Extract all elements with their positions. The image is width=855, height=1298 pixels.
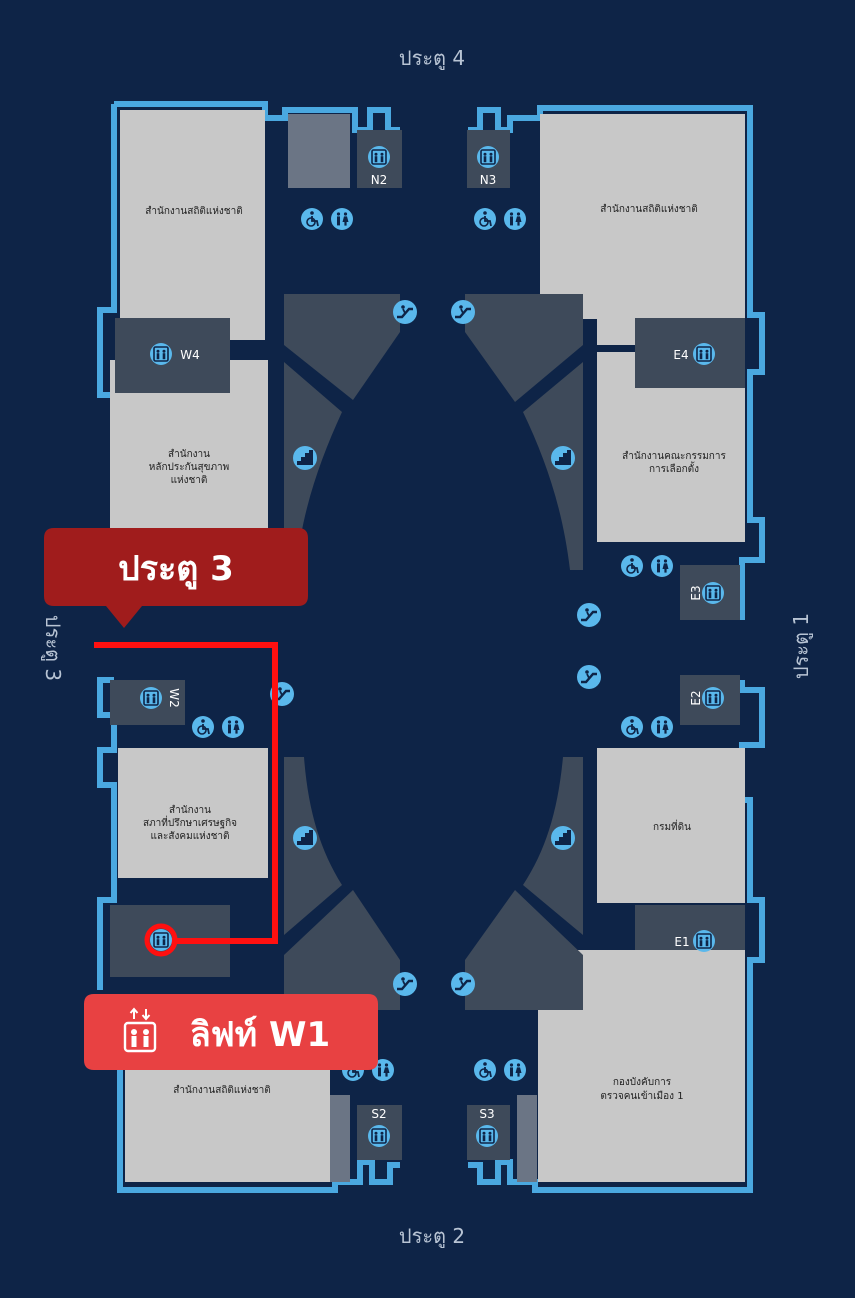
office-label-e-upper-2: การเลือกตั้ง: [649, 461, 699, 475]
lift-icon[interactable]: [149, 928, 173, 952]
lift-icon[interactable]: [367, 145, 391, 169]
lift-icon[interactable]: [475, 1124, 499, 1148]
gate-callout-text: ประตู 3: [118, 549, 234, 590]
lift-code-s2: S2: [371, 1107, 386, 1121]
stairs-icon[interactable]: [551, 826, 575, 850]
restroom-icon: [651, 716, 673, 738]
office-label-w-upper-3: แห่งชาติ: [171, 475, 208, 486]
wedge-e-upper: [523, 362, 583, 570]
stairs-icon[interactable]: [551, 446, 575, 470]
gate-label-east: ประตู 1: [789, 613, 814, 679]
office-label-w-lower-2: สภาที่ปรึกษาเศรษฐกิจ: [143, 815, 237, 829]
lobby-w4: [115, 318, 230, 393]
restroom-icon: [504, 1059, 526, 1081]
wheelchair-icon: [473, 207, 497, 231]
lift-code-e3: E3: [689, 585, 703, 600]
office-nw: [120, 110, 265, 340]
gate-label-south: ประตู 2: [399, 1224, 465, 1249]
restroom-icon: [331, 208, 353, 230]
wheelchair-icon: [300, 207, 324, 231]
office-label-ne: สำนักงานสถิติแห่งชาติ: [600, 204, 697, 215]
wheelchair-icon: [620, 715, 644, 739]
outline-sw: [97, 677, 117, 990]
escalator-icon[interactable]: [575, 663, 603, 691]
route-path: [94, 642, 278, 944]
wedge-e-lower: [523, 757, 583, 935]
escalator-icon[interactable]: [391, 298, 419, 326]
lift-code-e1: E1: [674, 935, 689, 949]
lift-callout-text: ลิฟท์ W1: [190, 1015, 330, 1055]
wedge-sw: [284, 890, 400, 1010]
office-label-e-lower: กรมที่ดิน: [653, 819, 691, 833]
office-label-w-lower-3: และสังคมแห่งชาติ: [150, 831, 229, 842]
restroom-icon: [504, 208, 526, 230]
wedge-nw: [284, 294, 400, 400]
gate-callout-bubble: [44, 528, 308, 628]
lift-code-w2: W2: [167, 688, 181, 708]
outline-e-lower: [468, 680, 765, 1193]
gate-callout: ประตู 3: [44, 528, 308, 628]
lift-icon[interactable]: [476, 145, 500, 169]
lift-code-s3: S3: [479, 1107, 494, 1121]
wheelchair-icon: [191, 715, 215, 739]
stairs-icon[interactable]: [293, 826, 317, 850]
slate-strip-s2: [330, 1095, 350, 1182]
office-label-w-lower-1: สำนักงาน: [169, 805, 211, 816]
escalator-icon[interactable]: [575, 601, 603, 629]
lift-icon[interactable]: [701, 686, 725, 710]
escalator-icon[interactable]: [391, 970, 419, 998]
restroom-icon: [222, 716, 244, 738]
lift-code-w4: W4: [180, 348, 200, 362]
lifts: N2 N3 W4 E4 E3 W2 E2 E1 S2 S3: [139, 145, 725, 1148]
outline-ne: [468, 105, 765, 620]
lift-icon[interactable]: [692, 342, 716, 366]
building-outlines: [97, 101, 765, 1193]
stairs-icon[interactable]: [293, 446, 317, 470]
lift-icon[interactable]: [149, 342, 173, 366]
office-label-w-upper-1: สำนักงาน: [168, 449, 210, 460]
gate-label-north: ประตู 4: [399, 46, 465, 71]
lift-code-e2: E2: [689, 690, 703, 705]
escalator-icon[interactable]: [449, 298, 477, 326]
lift-icon[interactable]: [701, 581, 725, 605]
lift-code-n3: N3: [480, 173, 497, 187]
wedge-ne: [465, 294, 583, 402]
slate-block: [288, 114, 350, 188]
outline-s: [117, 1065, 400, 1193]
office-label-se-2: ตรวจคนเข้าเมือง 1: [600, 1090, 683, 1102]
escalator-icon[interactable]: [449, 970, 477, 998]
office-labels: สำนักงานสถิติแห่งชาติ สำนักงานสถิติแห่งช…: [143, 204, 727, 1102]
office-label-e-upper-1: สำนักงานคณะกรรมการ: [622, 451, 726, 462]
lift-code-e4: E4: [673, 348, 688, 362]
lift-icon[interactable]: [692, 929, 716, 953]
office-label-nw: สำนักงานสถิติแห่งชาติ: [145, 206, 242, 217]
lift-icon[interactable]: [139, 686, 163, 710]
stairs: [293, 446, 575, 850]
gate-labels: ประตู 4 ประตู 2 ประตู 1 ประตู 3: [40, 46, 814, 1249]
lobby-e1: [635, 905, 745, 950]
lift-callout: ลิฟท์ W1: [84, 994, 378, 1070]
restroom-icon: [651, 555, 673, 577]
office-label-sw: สำนักงานสถิติแห่งชาติ: [173, 1085, 270, 1096]
atrium-wedges: [284, 294, 583, 1010]
lobby-e4: [635, 318, 745, 388]
wheelchair-icon: [473, 1058, 497, 1082]
office-sw: [125, 1060, 330, 1182]
wedge-se: [465, 890, 583, 1010]
lift-callout-bubble: [84, 994, 378, 1070]
lift-code-n2: N2: [371, 173, 388, 187]
slate-strip-s3: [517, 1095, 537, 1182]
route-destination-marker: [144, 923, 178, 957]
wheelchair-icon: [620, 554, 644, 578]
office-w-lower: [118, 748, 268, 878]
lift-icon: [123, 1007, 157, 1053]
service-areas: [110, 114, 745, 1182]
lift-icon[interactable]: [367, 1124, 391, 1148]
gate-label-west: ประตู 3: [40, 615, 65, 681]
office-label-se-1: กองบังคับการ: [613, 1077, 672, 1088]
office-label-w-upper-2: หลักประกันสุขภาพ: [149, 462, 230, 473]
office-ne: [540, 114, 745, 319]
office-e-lower: [597, 748, 745, 903]
